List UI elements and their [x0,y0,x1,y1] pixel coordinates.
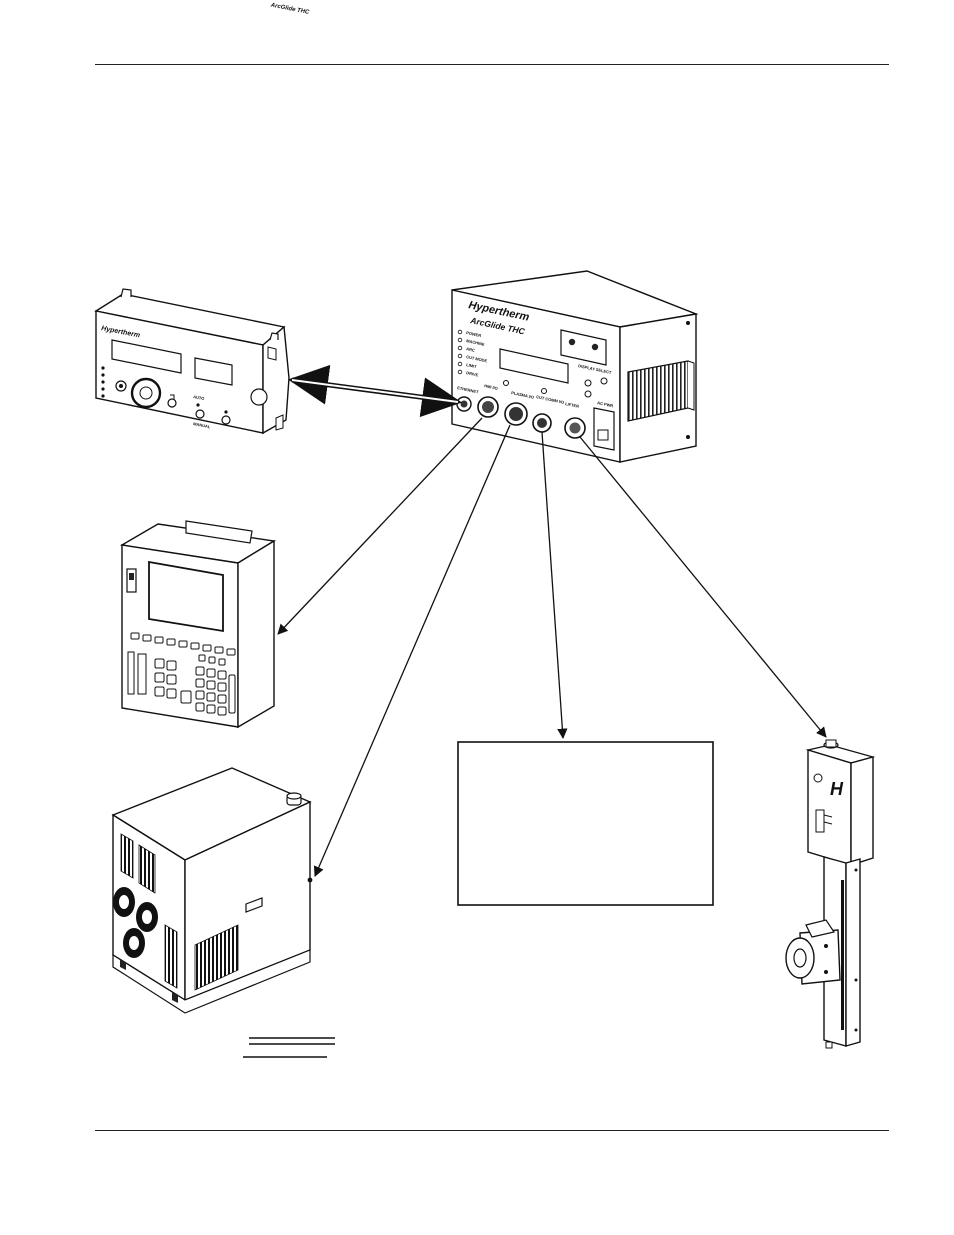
lifter-logo: H [830,779,844,799]
thc-display [499,348,569,384]
pendant-keypad-label-auto: AUTO [193,394,205,401]
thc-control-unit: Hypertherm ArcGlide THC POWER MACHINE AR… [451,270,699,463]
thc-led-label-0: POWER [466,330,482,338]
port-label-lifter: LIFTER [565,401,580,409]
lifter-link-arrow [579,436,827,738]
thc-led-label-5: DRIVE [466,370,479,378]
port-label-ac-power: AC PWR [597,400,614,408]
cnc-controller [119,520,277,729]
pendant-model-label: ArcGlide THC [269,2,310,16]
lifter-port [564,417,586,439]
footer-rule [95,1130,889,1131]
connection-arrows [277,364,827,877]
plasma-link-arrow [313,424,511,877]
thc-led-label-2: ARC [466,346,476,353]
cnc-function-keys [130,632,236,656]
thc-led-label-3: CUT MODE [466,354,488,363]
port-label-plasma: PLASMA I/O [511,390,535,400]
thc-led-label-4: LIMIT [466,362,478,369]
ac-power-inlet [593,407,615,451]
plasma-port [504,402,528,426]
cnc-link-arrow [277,417,483,635]
port-label-hmi: HMI I/O [484,383,499,391]
cnc-keypad [154,654,236,716]
header-rule [95,64,889,65]
pendant-keypad-label-manual: MANUAL [193,421,212,429]
hmi-port [477,396,499,418]
cnc-screen [148,560,224,633]
cut-comm-port [532,413,552,433]
ethernet-port [456,396,472,412]
unlabeled-component-box [457,741,714,906]
operator-pendant: Hypertherm ArcGlide THC AUTO MANUAL [94,2,310,435]
cable-legend [243,1037,335,1058]
pendant-status-leds [101,366,105,398]
torch-clamp [785,919,841,985]
thc-status-leds: POWER MACHINE ARC CUT MODE LIMIT DRIVE [457,329,488,378]
thc-led-label-1: MACHINE [466,338,486,347]
torch-lifter: H [785,739,876,1049]
plasma-power-supply [111,767,313,1014]
port-label-cut-comm: CUT COMM I/O [536,394,565,405]
port-label-ethernet: ETHERNET [457,385,480,394]
power-supply-fans [113,887,158,958]
cut-comm-link-arrow [541,431,568,740]
